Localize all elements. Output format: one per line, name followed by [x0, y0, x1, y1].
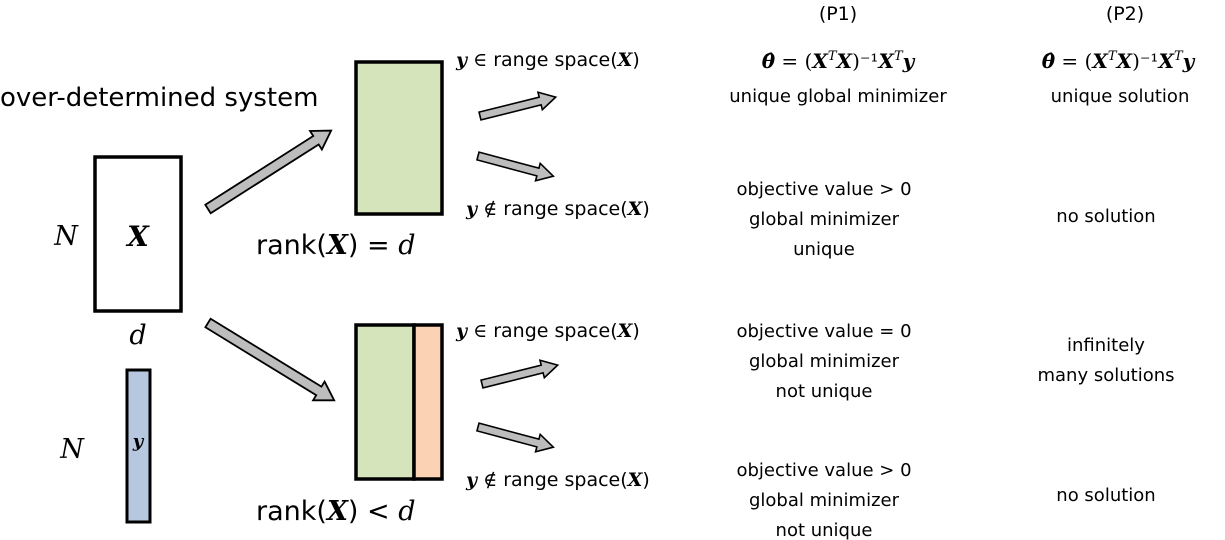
full-rank-matrix-box [354, 60, 444, 216]
case1-p1-line1: unique global minimizer [729, 86, 947, 107]
arrow-deficient-not-in-range [475, 422, 555, 453]
rank-deficient-orange-block [412, 323, 444, 481]
rank-deficient-green-block [354, 323, 416, 481]
diagram-title: over-determined system [0, 83, 318, 113]
condition-full-not-in-range: y ∉ range space(X) [465, 198, 650, 220]
vector-y-symbol: y [132, 431, 145, 452]
case3-p1-line3: not unique [776, 381, 873, 402]
case3-p1-line1: objective value = 0 [736, 321, 911, 342]
arrow-full-in-range [478, 91, 558, 121]
condition-deficient-not-in-range: y ∉ range space(X) [465, 469, 650, 491]
matrix-cols-label: d [129, 320, 146, 351]
rank-deficient-label: rank(X) < d [256, 496, 416, 527]
p2-closed-form-formula: θ̂ = (XTX)⁻¹XTy [1042, 49, 1196, 73]
case3-p2-line1: infinitely [1067, 335, 1145, 356]
case1-p2-line1: unique solution [1051, 86, 1190, 107]
arrow-to-rank-deficient [204, 317, 336, 402]
case2-p1-line3: unique [793, 239, 855, 260]
case3-p2-line2: many solutions [1037, 365, 1174, 386]
condition-deficient-in-range: y ∈ range space(X) [455, 320, 640, 342]
case4-p1-line2: global minimizer [749, 490, 900, 511]
rank-full-label: rank(X) = d [256, 230, 416, 261]
condition-full-in-range: y ∈ range space(X) [455, 49, 640, 71]
p2-column-header: (P2) [1106, 3, 1144, 25]
vector-y-box [125, 368, 152, 524]
case3-p1-line2: global minimizer [749, 351, 900, 372]
arrow-deficient-in-range [480, 359, 560, 389]
p1-closed-form-formula: θ̂ = (XTX)⁻¹XTy [762, 49, 916, 73]
arrow-to-full-rank [204, 129, 333, 215]
vector-rows-label: N [59, 434, 85, 465]
p1-column-header: (P1) [819, 3, 857, 25]
matrix-rows-label: N [53, 221, 79, 252]
case4-p2-line1: no solution [1056, 485, 1155, 506]
case4-p1-line3: not unique [776, 520, 873, 540]
arrow-full-not-in-range [475, 151, 555, 182]
matrix-x-box [93, 155, 183, 313]
case2-p1-line2: global minimizer [749, 209, 900, 230]
matrix-x-symbol: X [125, 220, 150, 253]
case2-p1-line1: objective value > 0 [736, 179, 911, 200]
case4-p1-line1: objective value > 0 [736, 460, 911, 481]
case2-p2-line1: no solution [1056, 206, 1155, 227]
